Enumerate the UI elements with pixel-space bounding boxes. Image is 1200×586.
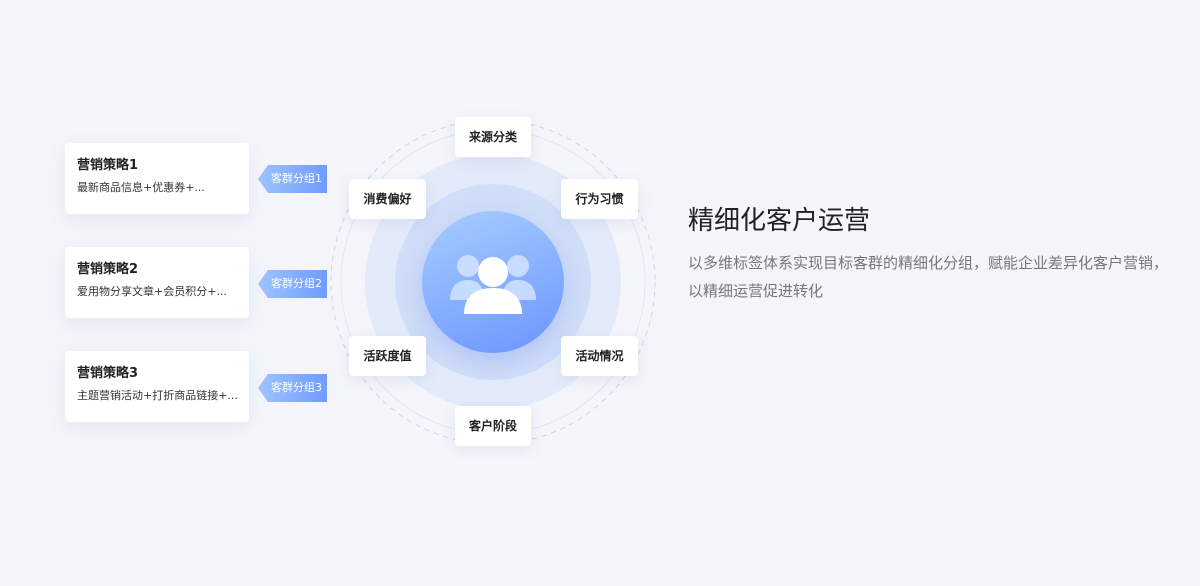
tag-preference: 消费偏好: [349, 179, 426, 219]
strategy-card-3: 营销策略3 主题营销活动+打折商品链接+...: [65, 351, 249, 422]
tag-behavior: 行为习惯: [561, 179, 638, 219]
tag-activity-level: 活跃度值: [349, 336, 426, 376]
page-description: 以多维标签体系实现目标客群的精细化分组，赋能企业差异化客户营销，以精细运营促进转…: [688, 254, 1169, 300]
group-tag-2: 客群分组2: [258, 270, 327, 298]
strategy-card-2: 营销策略2 爱用物分享文章+会员积分+...: [65, 247, 249, 318]
strategy-desc: 爱用物分享文章+会员积分+...: [77, 285, 227, 298]
strategy-desc: 主题营销活动+打折商品链接+...: [77, 389, 238, 402]
user-group-icon: [450, 255, 536, 314]
tag-activity-status: 活动情况: [561, 336, 638, 376]
strategy-title: 营销策略1: [77, 158, 139, 173]
strategy-desc: 最新商品信息+优惠券+...: [77, 181, 205, 194]
tag-source: 来源分类: [455, 117, 531, 157]
tag-stage: 客户阶段: [455, 406, 531, 446]
strategy-title: 营销策略3: [77, 366, 139, 381]
page-title: 精细化客户运营: [688, 206, 871, 236]
group-tag-1: 客群分组1: [258, 165, 327, 193]
group-tag-3: 客群分组3: [258, 374, 327, 402]
strategy-title: 营销策略2: [77, 262, 139, 277]
strategy-card-1: 营销策略1 最新商品信息+优惠券+...: [65, 143, 249, 214]
